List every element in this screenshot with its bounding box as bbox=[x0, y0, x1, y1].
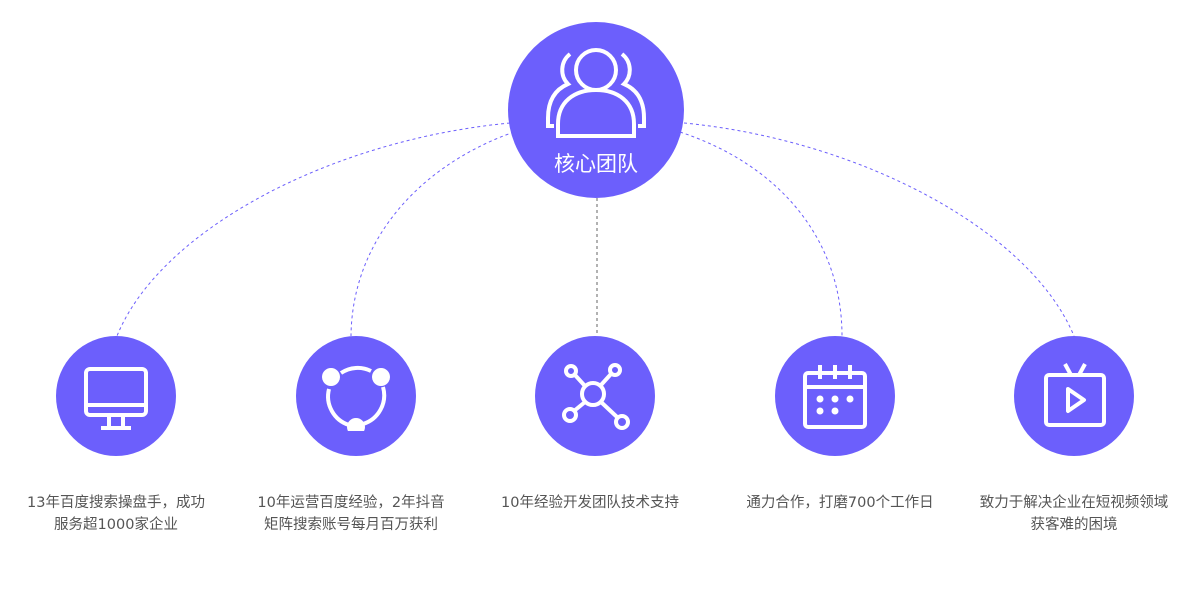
node-calendar bbox=[775, 336, 895, 456]
cycle-icon bbox=[322, 365, 390, 431]
core-team-label: 核心团队 bbox=[554, 152, 638, 176]
video-icon bbox=[1044, 363, 1106, 427]
node-caption-2: 10年运营百度经验，2年抖音矩阵搜索账号每月百万获利 bbox=[257, 495, 445, 533]
connector-1 bbox=[116, 122, 511, 337]
node-monitor bbox=[56, 336, 176, 456]
monitor-icon bbox=[84, 367, 148, 430]
node-caption-4: 通力合作，打磨700个工作日 bbox=[746, 495, 934, 511]
node-caption-5: 致力于解决企业在短视频领域获客难的困境 bbox=[979, 495, 1169, 533]
connector-4 bbox=[679, 131, 843, 337]
connector-2 bbox=[350, 131, 515, 337]
team-icon bbox=[546, 48, 646, 138]
node-network bbox=[535, 336, 655, 456]
node-caption-3: 10年经验开发团队技术支持 bbox=[501, 495, 679, 511]
node-caption-1: 13年百度搜索操盘手，成功服务超1000家企业 bbox=[27, 495, 205, 533]
calendar-icon bbox=[803, 365, 867, 429]
node-cycle bbox=[296, 336, 416, 456]
node-video bbox=[1014, 336, 1134, 456]
connector-5 bbox=[683, 122, 1075, 337]
core-team-node: 核心团队 bbox=[508, 22, 684, 198]
network-icon bbox=[562, 363, 630, 430]
